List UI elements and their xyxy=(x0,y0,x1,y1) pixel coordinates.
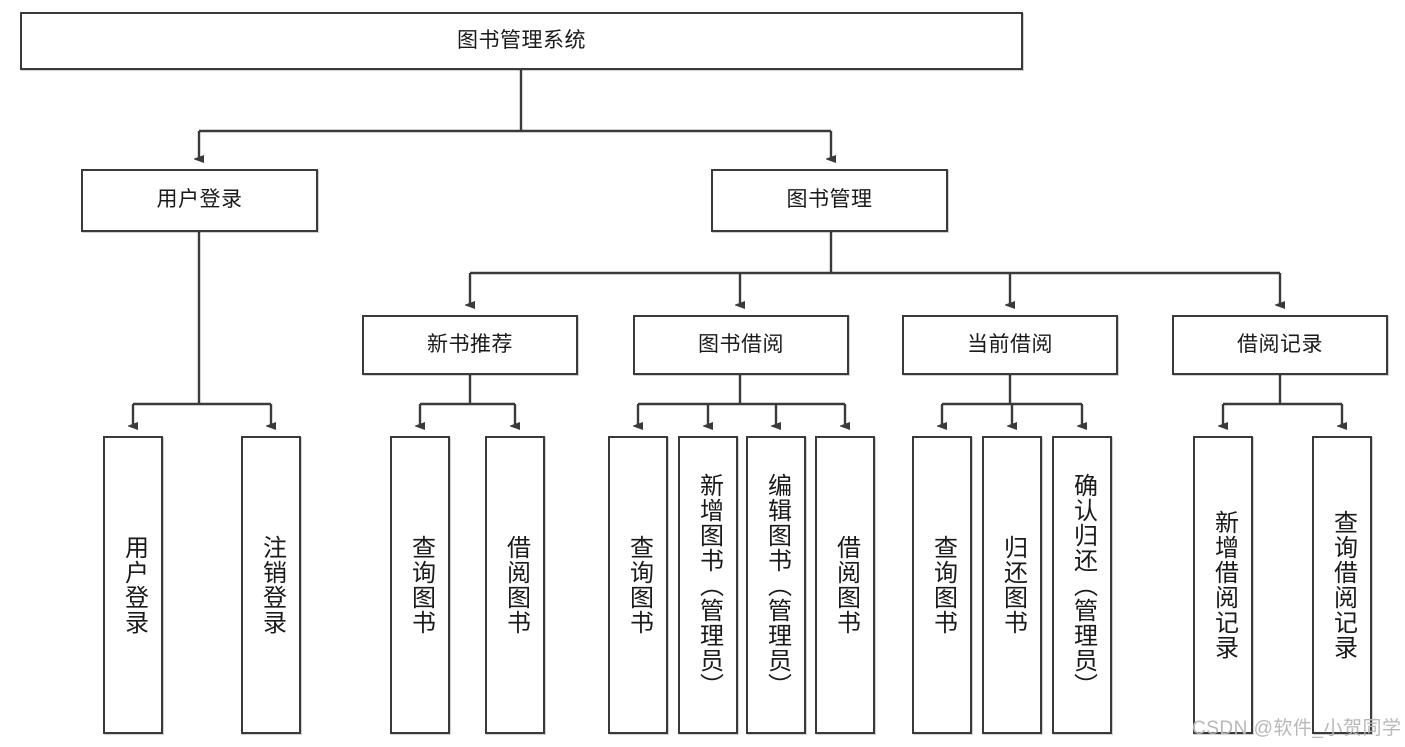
node-level2-user-login[interactable]: 用户登录 xyxy=(81,169,318,232)
leaf-node[interactable]: 注销登录 xyxy=(241,436,301,734)
leaf-node[interactable]: 借阅图书 xyxy=(815,436,875,734)
leaf-node-label: 编辑图书（管理员） xyxy=(763,472,791,698)
node-level3-book-borrow-label: 图书借阅 xyxy=(698,332,784,356)
leaf-node-label: 查询图书 xyxy=(625,535,653,635)
leaf-node[interactable]: 新增图书（管理员） xyxy=(678,436,738,734)
leaf-node[interactable]: 用户登录 xyxy=(103,436,163,734)
node-level3-borrow-record-label: 借阅记录 xyxy=(1237,332,1323,356)
leaf-node-label: 归还图书 xyxy=(999,535,1027,635)
leaf-node-label: 借阅图书 xyxy=(502,535,530,635)
leaf-node-label: 确认归还（管理员） xyxy=(1069,472,1097,698)
leaf-node-label: 新增图书（管理员） xyxy=(695,472,723,698)
node-level2-user-login-label: 用户登录 xyxy=(156,188,243,212)
leaf-node[interactable]: 查询借阅记录 xyxy=(1312,436,1372,734)
node-level2-book-management[interactable]: 图书管理 xyxy=(711,169,948,232)
leaf-node-label: 查询借阅记录 xyxy=(1329,510,1357,660)
leaf-node-label: 新增借阅记录 xyxy=(1210,510,1238,660)
node-level3-current-borrow[interactable]: 当前借阅 xyxy=(902,315,1118,375)
leaf-node[interactable]: 编辑图书（管理员） xyxy=(746,436,806,734)
leaf-node-label: 查询图书 xyxy=(407,535,435,635)
leaf-node[interactable]: 查询图书 xyxy=(912,436,972,734)
node-level3-book-borrow[interactable]: 图书借阅 xyxy=(633,315,849,375)
node-level3-new-book-recommend[interactable]: 新书推荐 xyxy=(362,315,578,375)
leaf-node-label: 用户登录 xyxy=(120,535,148,635)
leaf-node-label: 注销登录 xyxy=(258,535,286,635)
leaf-node-label: 借阅图书 xyxy=(832,535,860,635)
node-level3-current-borrow-label: 当前借阅 xyxy=(967,332,1053,356)
node-level3-borrow-record[interactable]: 借阅记录 xyxy=(1172,315,1388,375)
leaf-node[interactable]: 借阅图书 xyxy=(485,436,545,734)
leaf-node[interactable]: 查询图书 xyxy=(608,436,668,734)
node-level3-new-book-recommend-label: 新书推荐 xyxy=(427,332,513,356)
leaf-node[interactable]: 查询图书 xyxy=(390,436,450,734)
node-root-label: 图书管理系统 xyxy=(457,28,586,52)
node-level2-book-management-label: 图书管理 xyxy=(786,188,873,212)
leaf-node[interactable]: 确认归还（管理员） xyxy=(1052,436,1112,734)
csdn-watermark: CSDN @软件_小贺同学 xyxy=(1192,718,1402,739)
node-root[interactable]: 图书管理系统 xyxy=(20,12,1023,70)
leaf-node-label: 查询图书 xyxy=(929,535,957,635)
leaf-node[interactable]: 归还图书 xyxy=(982,436,1042,734)
leaf-node[interactable]: 新增借阅记录 xyxy=(1193,436,1253,734)
